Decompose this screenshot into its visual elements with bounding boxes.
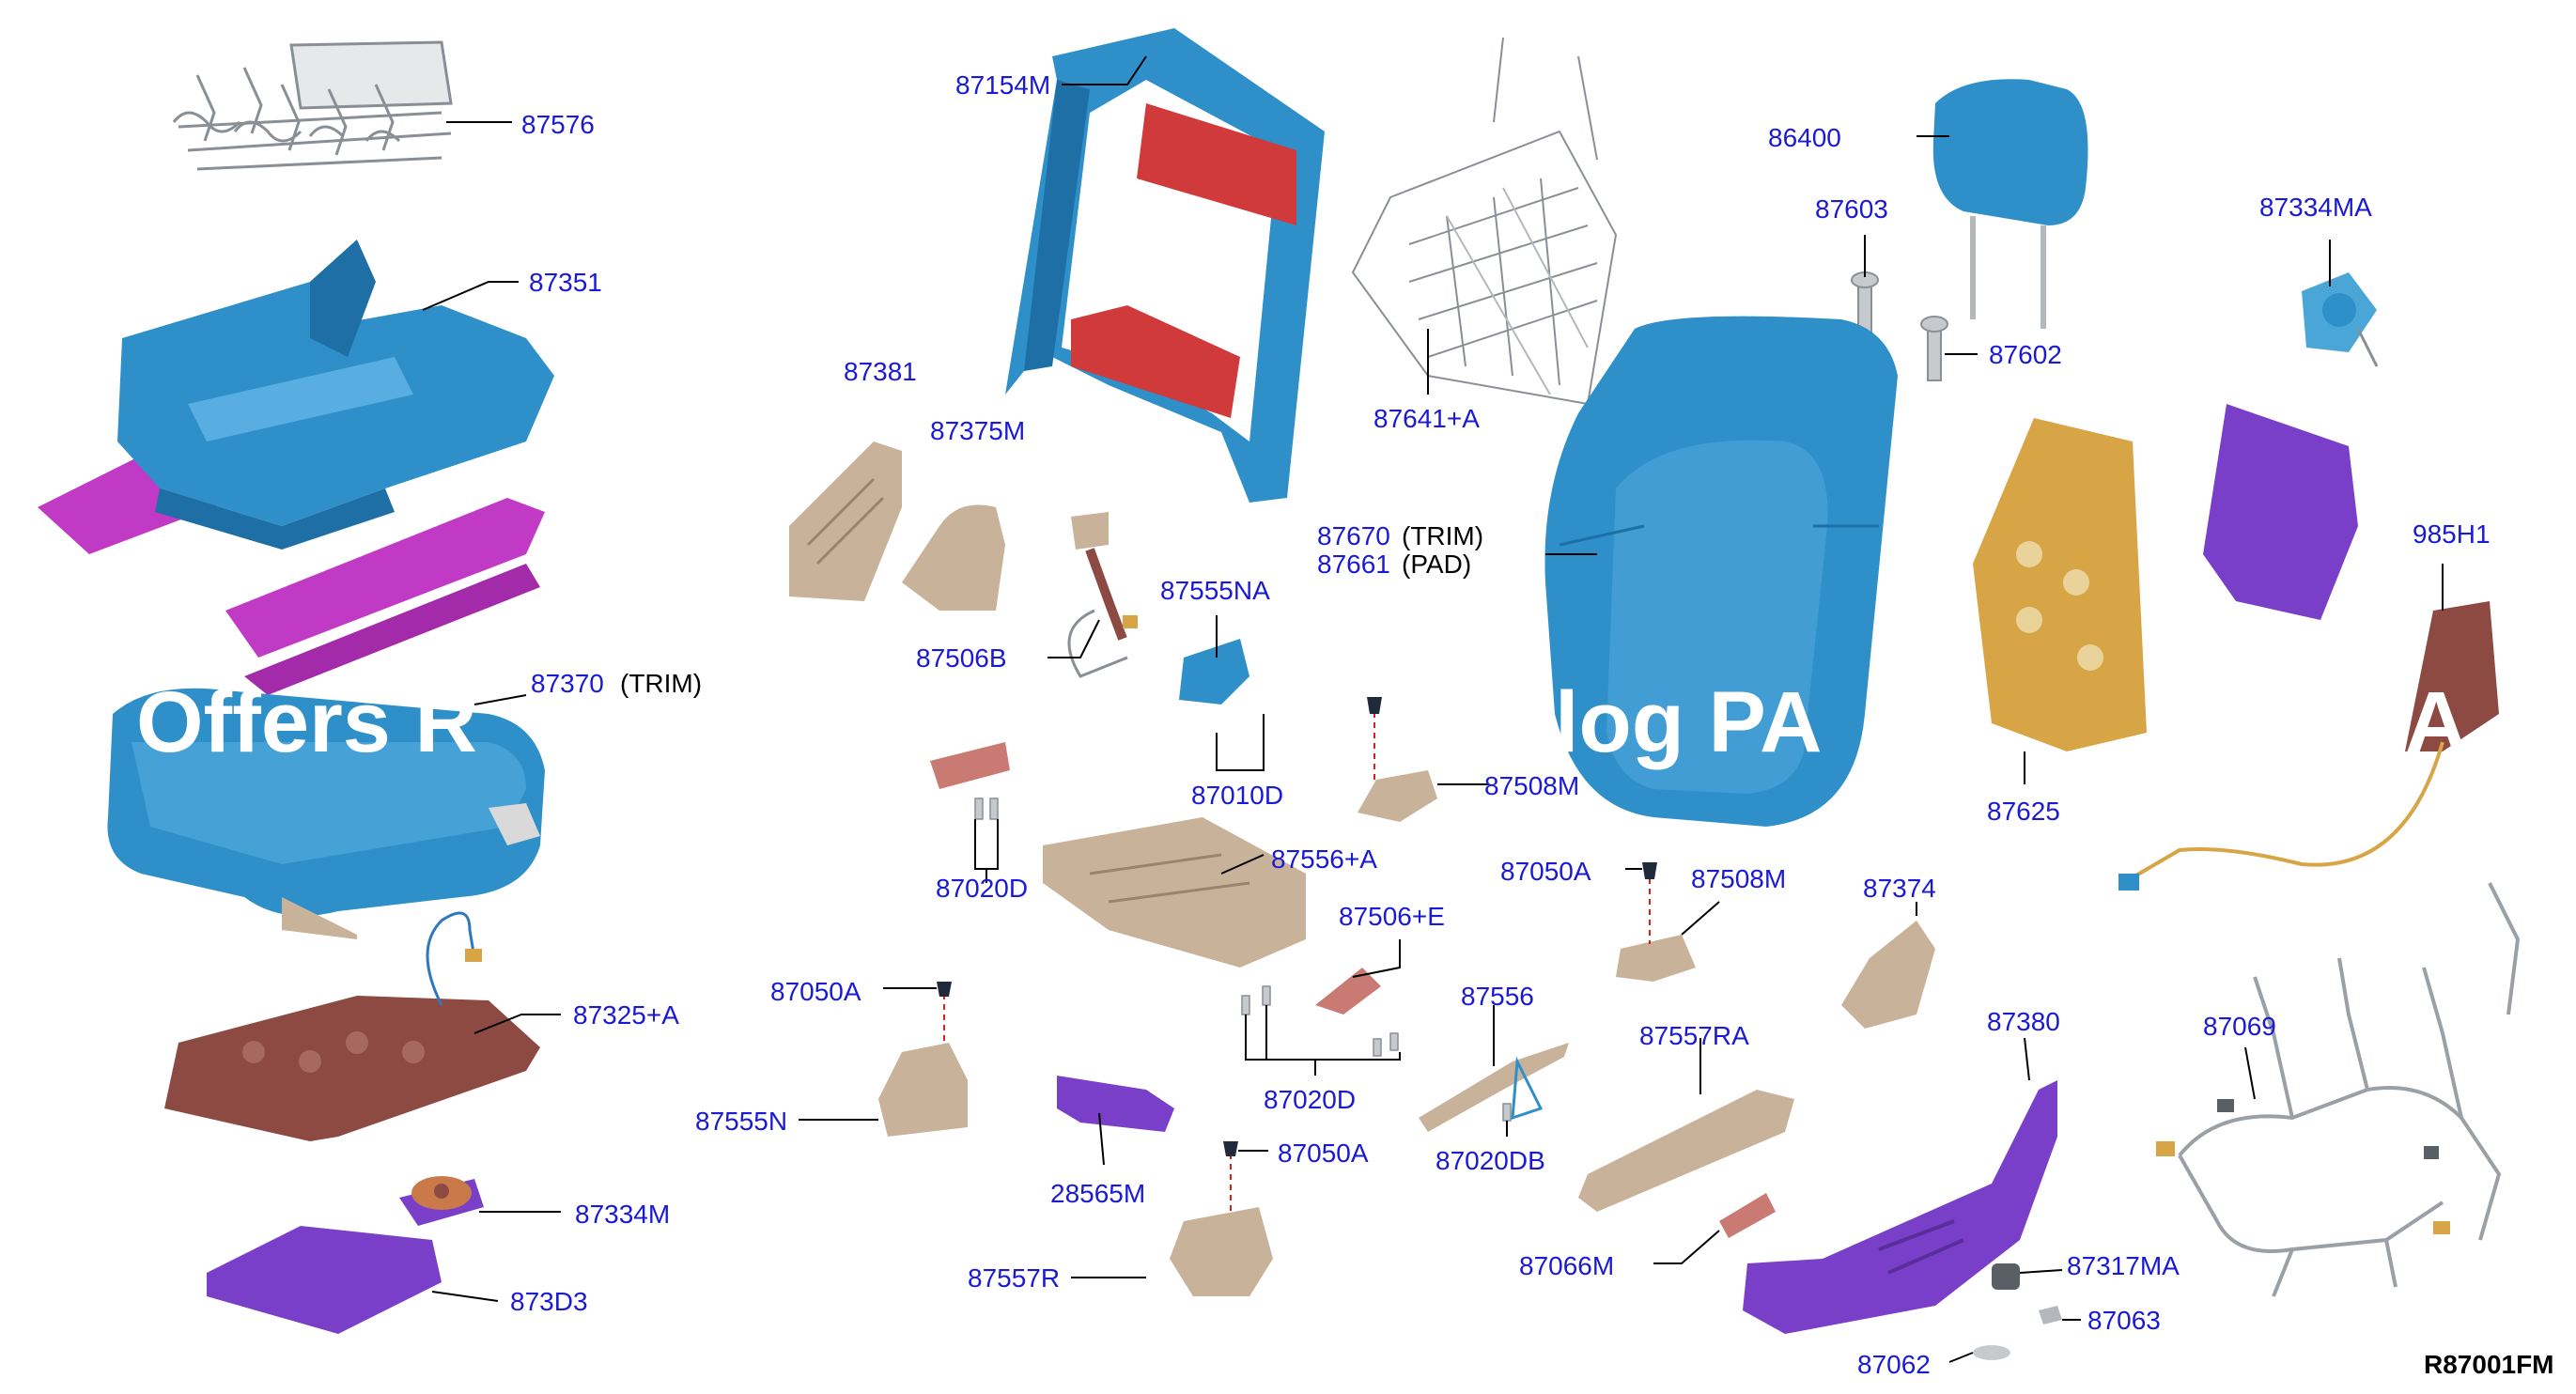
callout-87010D: 87010D xyxy=(1191,781,1283,810)
callout-985H1: 985H1 xyxy=(2413,519,2491,549)
seat-heater-pan-part xyxy=(164,911,540,1141)
lumbar-support-part xyxy=(1351,37,1618,406)
headrest-part xyxy=(1932,79,2088,329)
callout-87670-note: (TRIM) xyxy=(1402,521,1483,550)
seatback-pad-part xyxy=(1973,418,2147,751)
callout-87508M-b: 87508M xyxy=(1691,864,1786,893)
back-panel-part xyxy=(2203,404,2358,620)
callout-873D3: 873D3 xyxy=(510,1287,588,1316)
rear-cover-lower-part xyxy=(1170,1141,1273,1296)
callout-87370: 87370 xyxy=(531,669,604,698)
watermark-left: Offers R xyxy=(136,674,477,770)
callout-87370-note: (TRIM) xyxy=(620,669,702,698)
leader-lines xyxy=(422,55,2444,1363)
recliner-trim-part xyxy=(902,504,1005,611)
reference-code: R87001FM xyxy=(2424,1350,2554,1379)
seatback-trim-part xyxy=(1544,316,1898,828)
seat-spring-set-part xyxy=(172,40,453,171)
side-airbag-part xyxy=(2118,601,2499,891)
callout-87063: 87063 xyxy=(2087,1306,2161,1335)
callout-87506B: 87506B xyxy=(916,643,1007,673)
callout-87576: 87576 xyxy=(521,110,595,139)
callout-87625: 87625 xyxy=(1987,797,2060,826)
callout-87602: 87602 xyxy=(1989,340,2062,369)
callout-87506E: 87506+E xyxy=(1339,902,1445,931)
callout-87670: 87670 xyxy=(1317,521,1390,550)
callout-87325A: 87325+A xyxy=(573,1000,679,1030)
watermark-middle: log PA xyxy=(1555,674,1823,770)
callout-87069: 87069 xyxy=(2203,1012,2276,1041)
callout-87334M: 87334M xyxy=(575,1200,670,1229)
seat-cushion-part xyxy=(107,688,545,939)
lumbar-motor-part xyxy=(2302,272,2379,367)
seat-pad-part xyxy=(207,1226,442,1334)
callout-87556A: 87556+A xyxy=(1271,844,1377,874)
control-module-part xyxy=(1057,1076,1174,1132)
callout-87641A: 87641+A xyxy=(1373,404,1480,433)
callout-87555NA: 87555NA xyxy=(1160,576,1270,605)
front-cover-part xyxy=(1179,639,1249,705)
recliner-side-cover-part xyxy=(1841,921,1935,1029)
callout-87020DB: 87020DB xyxy=(1435,1146,1545,1175)
callout-87374: 87374 xyxy=(1863,874,1936,903)
seatbelt-buckle-part xyxy=(1067,512,1138,678)
callout-87154M: 87154M xyxy=(955,70,1050,100)
callout-87050A-c: 87050A xyxy=(1278,1138,1369,1168)
callout-87556: 87556 xyxy=(1461,982,1534,1011)
switch-part xyxy=(1719,1193,1776,1238)
callout-87334MA: 87334MA xyxy=(2259,193,2372,222)
seat-base-plate-part xyxy=(1043,817,1306,968)
callout-86400: 86400 xyxy=(1768,123,1841,152)
callout-87557RA: 87557RA xyxy=(1639,1021,1749,1050)
callout-87557R: 87557R xyxy=(968,1263,1060,1293)
callout-87661-note: (PAD) xyxy=(1402,550,1471,579)
callout-87050A-b: 87050A xyxy=(770,977,861,1006)
front-cover-lower-part xyxy=(878,982,968,1137)
wire-harness-part xyxy=(2156,882,2521,1297)
callout-87066M: 87066M xyxy=(1519,1251,1614,1280)
callout-87020D-a: 87020D xyxy=(936,874,1028,903)
callout-87050A-a: 87050A xyxy=(1500,857,1591,886)
callout-87375M: 87375M xyxy=(930,416,1025,445)
callout-87380: 87380 xyxy=(1987,1007,2060,1036)
callout-87317MA: 87317MA xyxy=(2067,1251,2180,1280)
side-cover-part xyxy=(1578,1090,1794,1212)
small-knob-parts xyxy=(1973,1263,2062,1360)
seat-motor-part xyxy=(399,1176,484,1226)
bracket-part-e xyxy=(1315,968,1381,1015)
callout-87555N: 87555N xyxy=(695,1107,787,1136)
watermark-right: A xyxy=(2405,674,2467,770)
seat-frame-part xyxy=(38,240,554,695)
callout-87020D-b: 87020D xyxy=(1264,1085,1356,1114)
callout-87661: 87661 xyxy=(1317,550,1390,579)
callout-87062: 87062 xyxy=(1857,1350,1931,1379)
callout-87603: 87603 xyxy=(1815,194,1888,224)
seat-link-part xyxy=(1419,1043,1569,1132)
callout-87351: 87351 xyxy=(529,268,602,297)
callout-28565M: 28565M xyxy=(1050,1179,1145,1208)
inner-cover-part xyxy=(1358,697,1437,822)
recliner-cover-part xyxy=(789,441,902,601)
seatback-frame-part xyxy=(1005,28,1325,503)
callout-87381: 87381 xyxy=(844,357,917,386)
inner-cover-part-b xyxy=(1616,862,1696,982)
callout-87508M-a: 87508M xyxy=(1484,771,1579,800)
seat-side-shield-part xyxy=(1743,1080,2057,1334)
bracket-part xyxy=(930,742,1010,789)
